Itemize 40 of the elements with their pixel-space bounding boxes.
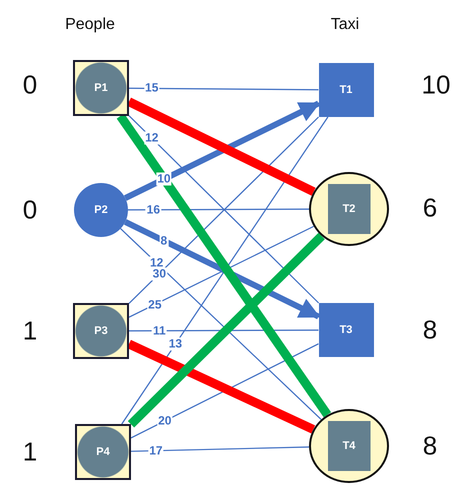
edge-label: 30 (152, 267, 167, 280)
edge-label: 25 (147, 298, 163, 311)
connector-line (130, 446, 310, 452)
person-node (73, 303, 129, 359)
person-node (75, 424, 131, 480)
count-label: 8 (422, 314, 438, 346)
taxi-node (318, 303, 374, 357)
connector-line (129, 88, 318, 90)
node-label: T3 (340, 324, 352, 336)
edge-label: 12 (144, 132, 160, 145)
edge-label: 10 (156, 172, 172, 186)
connector-line (128, 208, 309, 210)
edge-label: 12 (148, 256, 164, 270)
person-node (74, 183, 128, 237)
edge-label: 17 (148, 444, 164, 458)
column-heading: People (65, 16, 115, 34)
edge-label: 16 (146, 203, 161, 216)
edge-label: 20 (157, 414, 172, 428)
count-label: 10 (422, 70, 450, 100)
node-label: P1 (94, 82, 108, 94)
node-label: T1 (340, 84, 352, 96)
node-label: P4 (96, 446, 110, 458)
edge-label: 15 (144, 82, 160, 95)
node-label: P2 (94, 204, 108, 216)
node-label: T4 (342, 440, 356, 452)
count-label: 8 (422, 430, 438, 462)
edge-label: 11 (152, 324, 167, 338)
edge-label: 8 (160, 234, 168, 248)
person-node (73, 60, 129, 116)
node-label: T2 (342, 203, 356, 215)
count-label: 0 (22, 194, 38, 226)
connector-line (129, 330, 318, 332)
column-heading: Taxi (330, 16, 360, 34)
count-label: 1 (22, 316, 38, 346)
edge-label: 13 (168, 338, 184, 351)
count-label: 0 (22, 70, 38, 100)
count-label: 6 (422, 192, 438, 224)
node-label: P3 (94, 325, 108, 337)
taxi-node (318, 63, 374, 117)
count-label: 1 (22, 436, 38, 468)
